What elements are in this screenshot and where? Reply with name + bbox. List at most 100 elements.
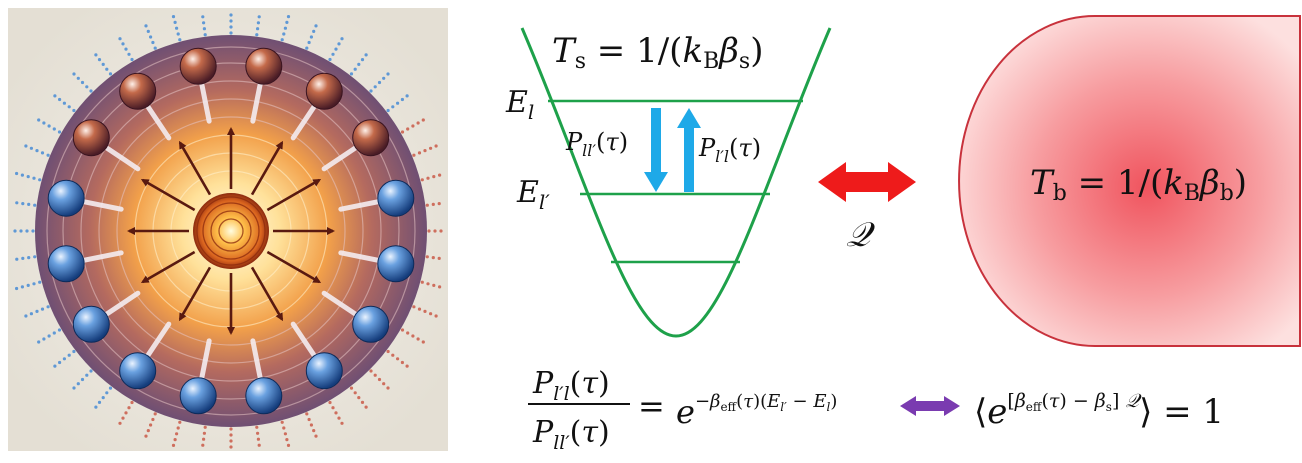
field-dot <box>421 340 425 344</box>
field-dot <box>15 201 19 205</box>
field-dot <box>439 229 443 233</box>
field-dot <box>229 19 233 23</box>
core-sphere <box>193 193 269 269</box>
blue-particle-ball <box>179 377 217 415</box>
fluctuation-equations: Pl′l(τ) Pll′(τ) = e−βeff(τ)(El′ − El) ⟨e… <box>528 366 1224 454</box>
radial-arrow <box>250 140 284 196</box>
red-particle-ball <box>305 72 343 110</box>
ratio-denominator: Pll′(τ) <box>532 415 610 454</box>
field-dot <box>305 412 309 416</box>
heat-exchange: 𝒬 <box>818 162 916 255</box>
field-dot <box>178 420 182 424</box>
parabolic-well <box>520 27 832 338</box>
field-dot <box>314 434 318 438</box>
field-dot <box>425 255 429 259</box>
field-dot <box>282 426 286 430</box>
system-temperature-label: Ts = 1/(kBβs) <box>552 31 763 74</box>
blue-particle-ball <box>377 245 415 283</box>
field-dot <box>411 124 415 128</box>
field-dot <box>76 382 80 386</box>
field-dot <box>175 26 179 30</box>
rate-label-up: Pl′l(τ) <box>698 134 761 166</box>
field-dot <box>127 52 131 56</box>
heat-label: 𝒬 <box>846 215 876 255</box>
field-dot <box>406 331 410 335</box>
field-dot <box>89 369 93 373</box>
heat-exchange-arrow <box>818 162 916 202</box>
red-particle-ball <box>352 119 390 157</box>
field-dot <box>101 62 105 66</box>
field-dot <box>94 405 98 409</box>
field-dot <box>108 386 113 390</box>
field-dot <box>416 337 420 341</box>
field-dot <box>229 427 233 431</box>
field-dot <box>353 391 357 395</box>
radial-arrow <box>140 250 196 284</box>
field-dot <box>203 33 207 37</box>
bath-shape <box>958 15 1301 347</box>
exponential-expression: e−βeff(τ)(El′ − El) <box>676 391 837 431</box>
field-dot <box>286 443 291 447</box>
field-dot <box>229 445 233 449</box>
field-dot <box>386 386 390 390</box>
field-dot <box>256 27 260 31</box>
field-dot <box>396 357 400 361</box>
field-dot <box>80 80 85 85</box>
field-dot <box>153 412 157 416</box>
field-dot <box>89 89 93 93</box>
field-dot <box>32 282 36 286</box>
field-dot <box>35 149 39 153</box>
field-dot <box>423 149 427 153</box>
field-dot <box>357 396 361 400</box>
field-dot <box>360 400 365 404</box>
field-dot <box>118 37 122 41</box>
disc-ring <box>80 80 382 382</box>
field-dot <box>364 53 368 57</box>
field-dot <box>202 27 206 31</box>
field-dot <box>256 431 260 435</box>
field-dot <box>21 256 25 260</box>
field-dot <box>283 26 287 30</box>
field-dot <box>121 42 125 46</box>
field-dot <box>58 97 62 102</box>
equals-sign: = <box>638 387 665 425</box>
rate-arrow-up <box>677 108 701 192</box>
field-dot <box>57 130 62 134</box>
disc-ring <box>46 46 416 416</box>
field-dot <box>412 153 416 157</box>
field-dot <box>280 38 284 42</box>
rate-label-down: Pll′(τ) <box>565 128 628 160</box>
field-dot <box>255 33 259 37</box>
field-dot <box>416 121 420 125</box>
field-dot <box>173 438 177 442</box>
field-dot <box>24 144 28 148</box>
field-dot <box>20 285 24 289</box>
field-dot <box>19 229 23 233</box>
field-dot <box>27 256 31 260</box>
field-dot <box>349 72 354 76</box>
field-dot <box>130 57 134 62</box>
radial-arrows <box>127 127 335 335</box>
field-dot <box>431 256 435 260</box>
disc-ring <box>62 62 400 400</box>
field-dot <box>421 118 425 122</box>
radial-arrow <box>266 178 322 212</box>
field-dot <box>101 396 105 400</box>
field-dot <box>146 429 150 433</box>
field-dot <box>331 406 335 410</box>
field-dot <box>52 331 56 335</box>
core-ring <box>202 202 260 260</box>
field-dot <box>32 176 36 180</box>
field-dot <box>426 176 430 180</box>
field-dot <box>438 285 442 289</box>
field-dot <box>108 72 113 76</box>
field-dot <box>280 420 284 424</box>
field-dot <box>42 337 46 341</box>
field-dot <box>426 282 430 286</box>
field-dot <box>353 67 357 71</box>
field-dot <box>46 153 50 157</box>
field-dot <box>151 40 155 45</box>
field-dot <box>386 108 390 113</box>
field-dot <box>377 80 382 85</box>
